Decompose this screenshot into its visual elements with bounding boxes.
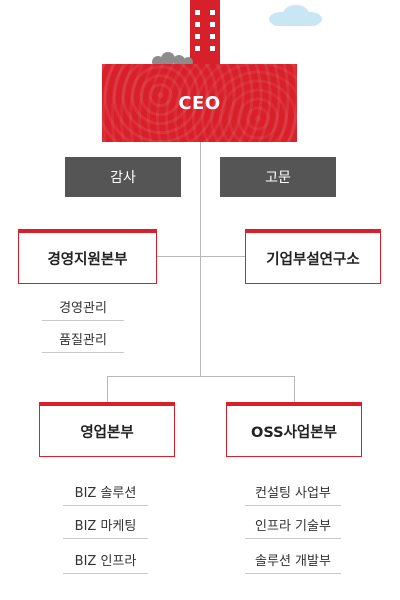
management-item: 경영관리: [42, 297, 124, 321]
management-division-box: 경영지원본부: [18, 229, 157, 284]
cloud-icon: [269, 5, 322, 26]
oss-division-box: OSS사업본부: [226, 402, 362, 457]
sales-item: BIZ 인프라: [63, 550, 148, 574]
sales-item-label: BIZ 솔루션: [74, 486, 137, 501]
oss-division-title: OSS사업본부: [251, 424, 337, 441]
sales-item-label: BIZ 마케팅: [74, 519, 137, 534]
ceo-box: CEO: [102, 64, 297, 142]
trunk-line: [200, 142, 201, 376]
management-item-label: 품질관리: [59, 333, 107, 348]
lower-branch-line: [107, 376, 294, 377]
oss-item: 컨설팅 사업부: [245, 482, 341, 506]
advisor-box: 고문: [220, 157, 336, 197]
sales-item-label: BIZ 인프라: [74, 554, 137, 569]
rnd-division-box: 기업부설연구소: [245, 229, 381, 284]
management-division-title: 경영지원본부: [47, 251, 128, 268]
building-icon: [190, 0, 220, 66]
ceo-label: CEO: [178, 92, 221, 114]
management-item: 품질관리: [42, 329, 124, 353]
oss-item-label: 솔루션 개발부: [255, 554, 331, 569]
sales-division-box: 영업본부: [39, 402, 175, 457]
oss-drop-line: [294, 376, 295, 402]
sales-drop-line: [107, 376, 108, 402]
oss-item-label: 컨설팅 사업부: [255, 486, 331, 501]
oss-item: 솔루션 개발부: [245, 550, 341, 574]
sales-division-title: 영업본부: [80, 424, 134, 441]
management-item-label: 경영관리: [59, 301, 107, 316]
audit-label: 감사: [110, 170, 136, 186]
sales-item: BIZ 솔루션: [63, 482, 148, 506]
audit-box: 감사: [65, 157, 181, 197]
oss-item: 인프라 기술부: [245, 515, 341, 539]
bush-icon: [152, 52, 193, 66]
mid-branch-line: [157, 256, 245, 257]
sales-item: BIZ 마케팅: [63, 515, 148, 539]
oss-item-label: 인프라 기술부: [255, 519, 331, 534]
advisor-label: 고문: [265, 170, 291, 186]
rnd-division-title: 기업부설연구소: [266, 251, 360, 268]
